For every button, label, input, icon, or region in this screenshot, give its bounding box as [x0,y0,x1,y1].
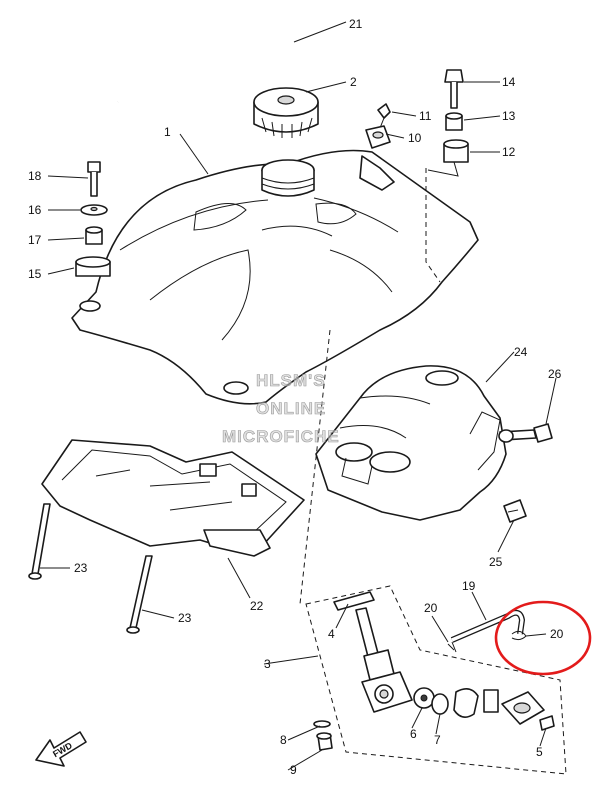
fwd-arrow: FWD [35,731,87,767]
part-1-fuel-tank [71,149,479,405]
callout-10: 10 [408,131,422,145]
part-21-breather-hose [117,43,294,104]
part-16-washer [80,204,108,216]
callout-1: 1 [164,125,171,139]
part-20-clip-left [447,641,457,653]
watermark-line-3: MICROFICHE [222,427,340,446]
callout-20-left: 20 [424,601,438,615]
callout-23-left: 23 [74,561,88,575]
callout-labels: 21 2 1 11 10 14 13 12 18 16 17 15 24 26 … [28,17,564,777]
part-14-bolt [444,69,464,109]
callout-15: 15 [28,267,42,281]
callout-25: 25 [489,555,503,569]
fuel-cock-seal [453,688,499,718]
part-19-fuel-hose [450,609,526,643]
callout-11: 11 [419,109,432,123]
fuel-cock-body [355,607,413,713]
callout-24: 24 [514,345,528,359]
callout-18: 18 [28,169,42,183]
watermark-line-2: ONLINE [256,399,326,418]
highlight-circle [494,600,592,676]
part-2-fuel-cap [253,87,319,138]
callout-19: 19 [462,579,476,593]
part-25-clip [503,499,527,523]
callout-7: 7 [434,733,441,747]
callout-23-right: 23 [178,611,192,625]
callout-13: 13 [502,109,516,123]
callout-8: 8 [280,733,287,747]
part-7-o-ring [431,693,449,715]
part-6-lever [413,687,435,709]
part-23-bolt-right [126,555,153,634]
callout-2: 2 [350,75,357,89]
part-23-bolt-left [28,503,51,580]
part-8-washer [313,720,331,728]
callout-20-right: 20 [550,627,564,641]
callout-17: 17 [28,233,42,247]
callout-6: 6 [410,727,417,741]
watermark-line-1: HLSM'S [256,371,326,390]
part-3-fuel-cock-assembly [305,585,567,775]
part-22-skid-plate [41,439,305,557]
callout-21: 21 [349,17,363,31]
callout-3: 3 [264,657,271,671]
part-10-grommet [365,125,391,149]
part-13-collar [445,112,463,131]
callout-22: 22 [250,599,264,613]
part-5-screw [539,715,555,731]
watermark: HLSM'S ONLINE MICROFICHE [222,371,340,447]
part-26-bolt [498,423,553,443]
leader-lines [40,21,557,771]
part-9-screw [316,732,333,751]
callout-4: 4 [328,627,335,641]
fuel-cock-plate [501,691,545,725]
part-15-damper [75,256,111,277]
part-18-bolt [87,161,101,197]
part-24-auxiliary-tank [315,365,507,521]
callout-16: 16 [28,203,42,217]
part-12-damper [427,139,469,177]
callout-14: 14 [502,75,516,89]
callout-5: 5 [536,745,543,759]
part-4-gasket [333,591,375,611]
part-17-collar [85,226,103,245]
part-11-screw [377,103,391,129]
callout-12: 12 [502,145,516,159]
callout-26: 26 [548,367,562,381]
callout-9: 9 [290,763,297,777]
